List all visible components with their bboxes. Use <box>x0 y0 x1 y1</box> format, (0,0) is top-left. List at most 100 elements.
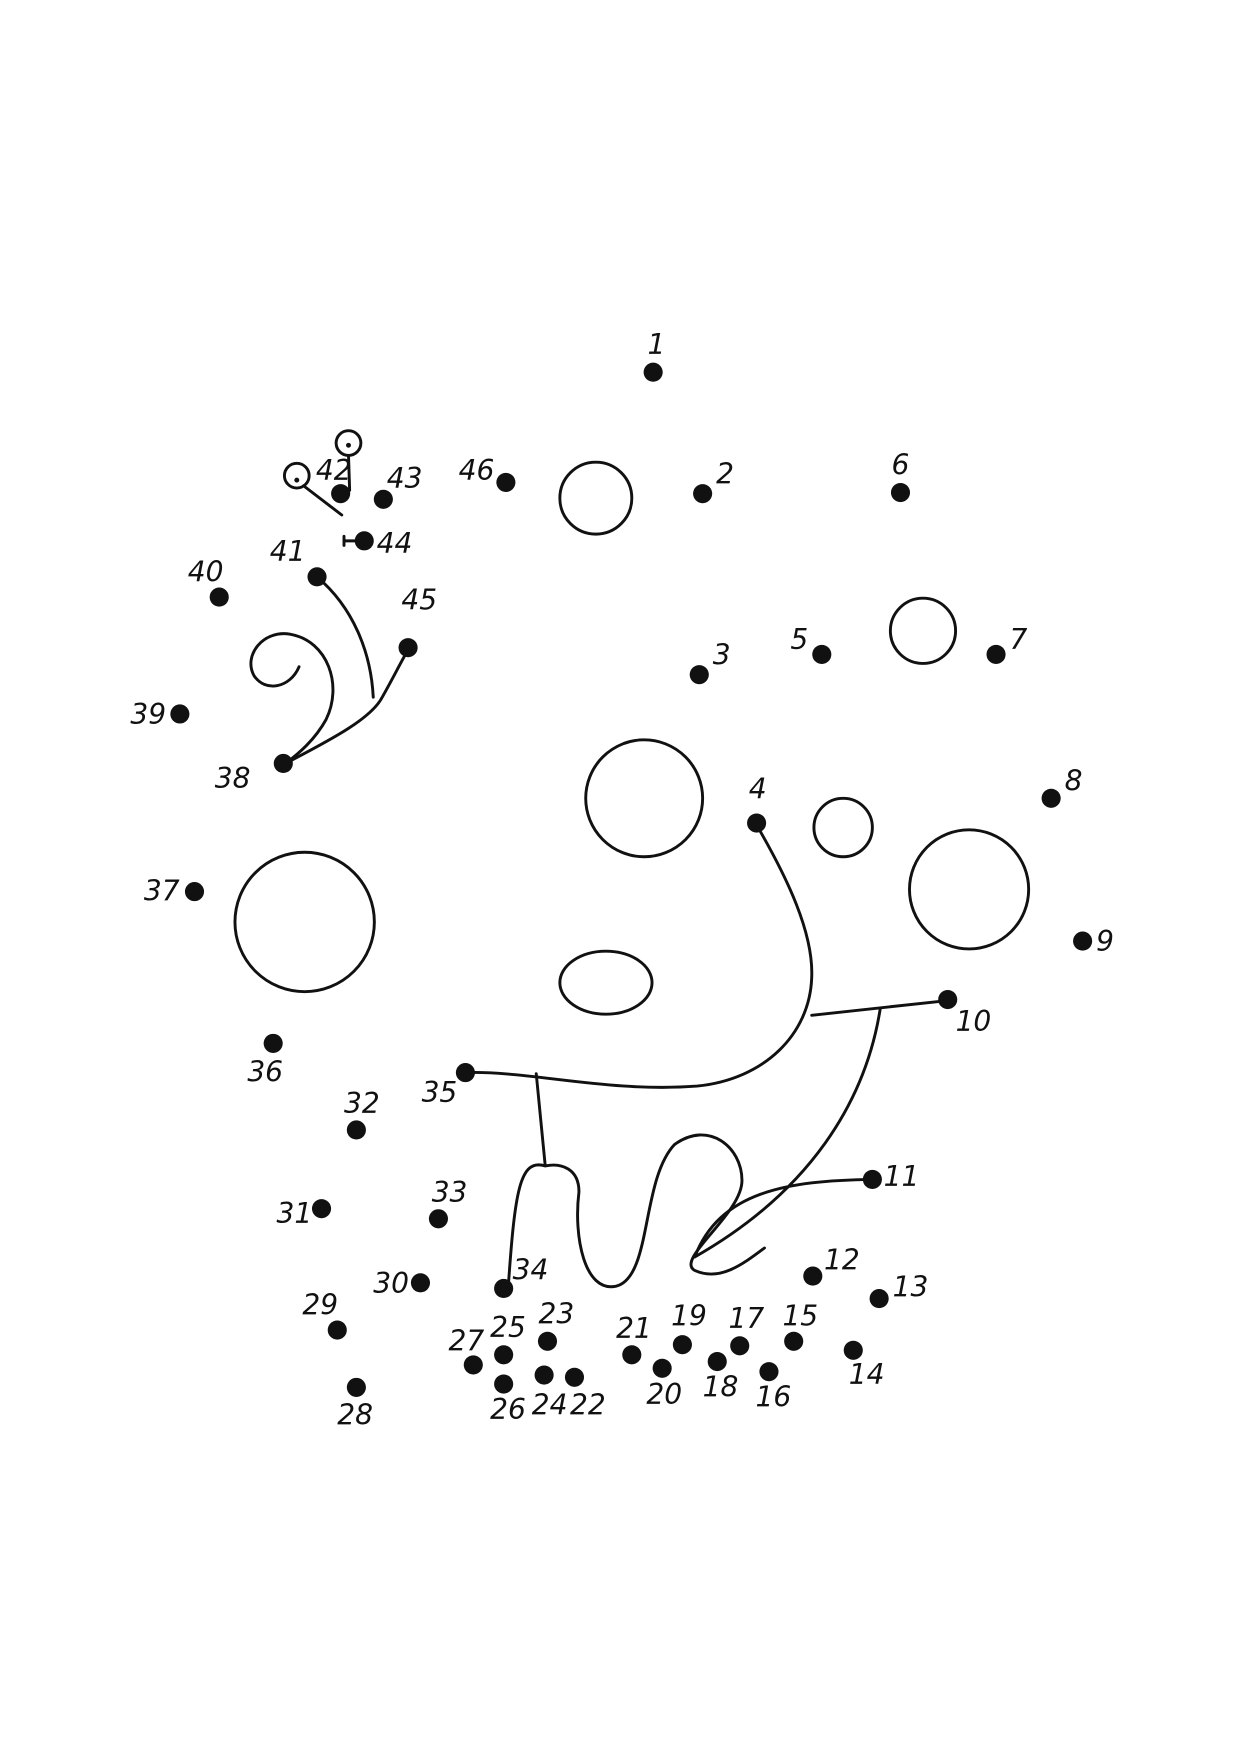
dot-label-41: 41 <box>270 535 306 568</box>
dot-label-37: 37 <box>144 875 180 908</box>
dot-label-1: 1 <box>648 328 666 361</box>
dot-35 <box>455 1063 475 1083</box>
dot-label-14: 14 <box>849 1358 885 1391</box>
dot-label-28: 28 <box>337 1398 373 1431</box>
dot-label-44: 44 <box>377 527 413 560</box>
dot-17 <box>730 1336 750 1356</box>
dot-45 <box>398 638 418 658</box>
dot-9 <box>1073 931 1093 951</box>
dot-46 <box>496 472 516 492</box>
dot-label-42: 42 <box>316 454 352 487</box>
dot-40 <box>209 587 229 607</box>
dot-label-35: 35 <box>422 1076 458 1109</box>
dot-3 <box>689 665 709 685</box>
dot-21 <box>622 1345 642 1365</box>
dot-label-34: 34 <box>513 1253 549 1286</box>
cap-spot-right-large <box>908 828 1031 951</box>
dot-23 <box>537 1331 558 1351</box>
dot-31 <box>311 1199 332 1219</box>
dot-label-12: 12 <box>824 1243 860 1276</box>
dot-30 <box>410 1273 431 1293</box>
dot-label-17: 17 <box>728 1302 764 1335</box>
snail-antenna-left <box>302 484 344 517</box>
dot-label-8: 8 <box>1065 764 1083 797</box>
dot-41 <box>307 567 327 587</box>
dot-label-31: 31 <box>277 1197 313 1230</box>
dot-34 <box>494 1278 514 1299</box>
dot-label-16: 16 <box>755 1381 791 1414</box>
stem-right-side <box>463 821 814 1089</box>
dot-22 <box>564 1367 585 1387</box>
dot-12 <box>803 1266 823 1286</box>
dot-label-19: 19 <box>671 1300 707 1333</box>
dot-label-10: 10 <box>956 1005 992 1038</box>
dot-label-24: 24 <box>532 1388 568 1421</box>
dot-10 <box>938 989 958 1010</box>
snail-body-line <box>315 575 375 699</box>
stem-skirt <box>693 1007 882 1259</box>
dot-18 <box>707 1351 727 1372</box>
dot-label-36: 36 <box>247 1056 283 1089</box>
dot-label-27: 27 <box>449 1324 485 1357</box>
dot-label-45: 45 <box>401 583 437 616</box>
dot-36 <box>263 1033 283 1053</box>
dot-label-13: 13 <box>893 1270 929 1303</box>
dot-label-18: 18 <box>703 1370 739 1403</box>
cap-spot-center-small <box>812 796 874 859</box>
dot-label-15: 15 <box>782 1300 818 1333</box>
dot-42 <box>331 484 351 504</box>
dot-8 <box>1041 788 1061 808</box>
dot-6 <box>890 482 911 503</box>
dot-28 <box>346 1377 366 1397</box>
dot-38 <box>273 753 293 774</box>
dot-label-33: 33 <box>432 1176 468 1209</box>
dot-label-23: 23 <box>538 1297 574 1330</box>
dot-14 <box>843 1340 863 1360</box>
dot-label-9: 9 <box>1096 925 1114 958</box>
cap-spot-oval <box>558 949 654 1016</box>
dot-44 <box>354 531 374 551</box>
dot-label-22: 22 <box>570 1388 606 1421</box>
dot-29 <box>327 1320 347 1340</box>
cap-spot-center-large <box>584 738 705 859</box>
dot-24 <box>534 1365 554 1385</box>
dot-label-20: 20 <box>646 1378 682 1411</box>
dot-label-2: 2 <box>716 458 734 491</box>
cap-spot-left-large <box>233 850 376 994</box>
dot-label-26: 26 <box>490 1393 526 1426</box>
numbered-dots: 1234567891011121314151617181920212223242… <box>130 328 1114 1431</box>
dot-20 <box>652 1358 672 1378</box>
dot-11 <box>862 1169 882 1189</box>
dot-1 <box>643 362 663 382</box>
dot-label-6: 6 <box>891 449 909 482</box>
dot-label-32: 32 <box>344 1087 380 1120</box>
dot-4 <box>747 813 767 833</box>
dot-7 <box>986 644 1006 664</box>
dot-13 <box>869 1289 889 1309</box>
dot-label-43: 43 <box>387 462 423 495</box>
snail-antenna-right <box>347 453 352 492</box>
dot-32 <box>346 1120 366 1140</box>
dot-33 <box>428 1209 448 1229</box>
dot-label-30: 30 <box>373 1267 409 1300</box>
dot-27 <box>463 1355 483 1375</box>
cap-spot-small-top <box>558 460 634 536</box>
dot-label-11: 11 <box>884 1160 920 1193</box>
dot-label-40: 40 <box>188 555 224 588</box>
snail-pupil-left <box>294 477 300 483</box>
dot-label-39: 39 <box>130 698 166 731</box>
dot-label-5: 5 <box>790 623 808 656</box>
snail-shell-spiral <box>249 632 335 765</box>
dot-label-21: 21 <box>616 1312 652 1345</box>
dot-label-7: 7 <box>1010 623 1028 656</box>
snail-pupil-right <box>346 442 351 448</box>
dot-label-38: 38 <box>215 762 251 795</box>
dot-5 <box>812 644 832 664</box>
snail-foot-line <box>284 646 411 765</box>
dot-26 <box>494 1374 514 1394</box>
snail-eye-left <box>282 461 311 490</box>
dot-19 <box>672 1335 692 1355</box>
stem-wavy-base <box>506 1072 766 1290</box>
